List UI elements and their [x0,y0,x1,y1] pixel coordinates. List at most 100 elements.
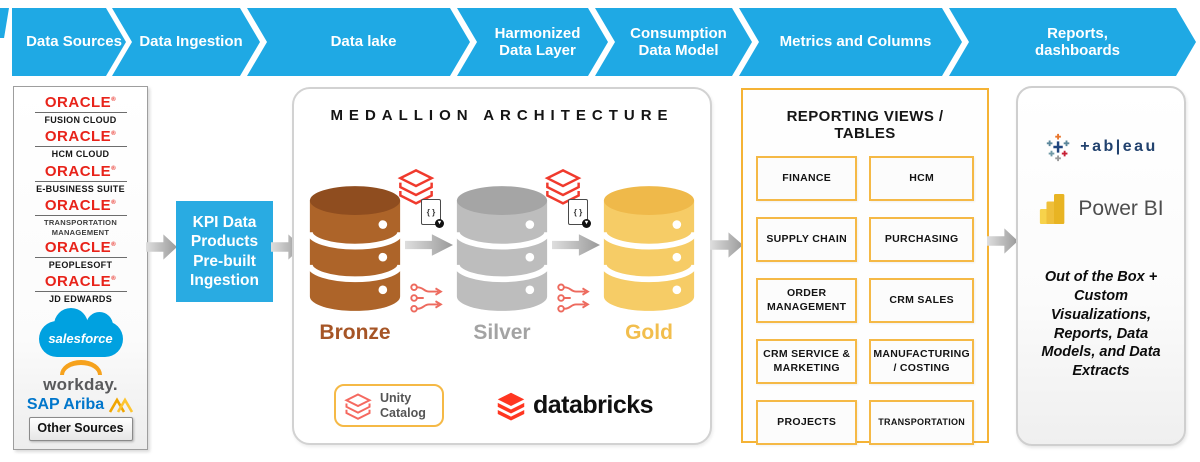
gold-label: Gold [625,321,673,344]
silver-to-gold-transform: { } ▾ [544,168,601,345]
gold-database-icon [601,186,697,311]
unity-catalog-badge: Unity Catalog [334,384,444,427]
flow-arrow [552,234,600,256]
data-sources-panel: ORACLE® FUSION CLOUD ORACLE® HCM CLOUD O… [13,86,148,450]
stage-label: Reports, dashboards [1034,24,1121,59]
reporting-box-finance: FINANCE [756,156,858,201]
reporting-box-crm-service-marketing: CRM SERVICE & MARKETING [756,339,858,384]
json-file-icon: { } ▾ [421,199,444,228]
tableau-plus-cluster-icon [1047,133,1070,162]
product-label: FUSION CLOUD [44,115,117,125]
kpi-ingestion-box: KPI Data Products Pre-built Ingestion [176,201,273,302]
bronze-layer: Bronze [307,181,403,345]
json-file-icon: { } ▾ [568,199,591,228]
reporting-box-projects: PROJECTS [756,400,858,445]
flow-arrow [405,234,453,256]
banner-stage-reports-dashboards: Reports, dashboards [949,8,1196,76]
tableau-label: +ab|eau [1080,138,1158,155]
source-oracle-hcm-cloud: ORACLE® HCM CLOUD [34,129,127,160]
pipeline-branch-icon [410,283,443,313]
reports-dashboards-panel: +ab|eau Power BI Out of the Box + Custom… [1016,86,1186,446]
source-oracle-peoplesoft: ORACLE® PEOPLESOFT [34,240,127,271]
source-oracle-transportation-management: ORACLE® TRANSPORTATION MANAGEMENT [26,198,136,237]
stage-label: Harmonized Data Layer [494,24,581,59]
databricks-stack-icon [497,392,525,421]
silver-database-icon [454,186,550,311]
unity-catalog-stack-icon [344,392,372,420]
reporting-box-manufacturing-costing: MANUFACTURING / COSTING [869,339,974,384]
bronze-label: Bronze [319,321,391,344]
product-label: TRANSPORTATION MANAGEMENT [43,218,118,237]
source-oracle-fusion-cloud: ORACLE® FUSION CLOUD [34,95,127,126]
other-sources-box: Other Sources [28,417,133,441]
medallion-architecture-panel: MEDALLION ARCHITECTURE Bronze [292,87,712,445]
reporting-box-order-management: ORDER MANAGEMENT [756,278,858,323]
product-label: HCM CLOUD [51,149,110,160]
source-oracle-ebusiness-suite: ORACLE® E-BUSINESS SUITE [34,164,127,195]
banner-stage-harmonized-data-layer: Harmonized Data Layer [457,8,608,76]
banner-stage-data-ingestion: Data Ingestion [112,8,260,76]
pipeline-branch-icon [557,283,590,313]
stage-label: Data Ingestion [139,33,243,51]
reporting-box-hcm: HCM [869,156,974,201]
medallion-title: MEDALLION ARCHITECTURE [330,107,674,124]
delta-lake-stack-icon [397,168,435,205]
workday-logo: workday. [43,359,118,394]
workday-arc-icon [59,359,102,375]
ariba-chevrons-icon [109,397,134,413]
workday-label: workday. [43,374,118,394]
banner-edge-sliver [0,8,9,38]
oracle-logo: ORACLE® [34,240,127,259]
tableau-logo: +ab|eau [1044,132,1158,162]
product-label: PEOPLESOFT [48,260,113,271]
sap-ariba-logo: SAP Ariba [27,396,134,414]
reporting-grid: FINANCE HCM SUPPLY CHAIN PURCHASING ORDE… [756,156,974,445]
delta-lake-stack-icon [544,168,582,205]
product-label: JD EDWARDS [48,294,112,305]
reporting-box-supply-chain: SUPPLY CHAIN [756,217,858,262]
sap-ariba-label: SAP Ariba [26,396,105,414]
silver-label: Silver [473,321,531,344]
salesforce-label: salesforce [48,331,113,347]
oracle-logo: ORACLE® [34,198,127,217]
gold-layer: Gold [601,181,697,345]
stage-label: Metrics and Columns [779,33,932,51]
banner-stage-metrics-and-columns: Metrics and Columns [739,8,962,76]
medallion-layers-row: Bronze { } ▾ [307,168,697,345]
stage-label: Data Sources [26,33,122,51]
bronze-to-silver-transform: { } ▾ [397,168,454,345]
stage-label: Consumption Data Model [630,24,727,59]
oracle-logo: ORACLE® [34,129,127,148]
silver-layer: Silver [454,181,550,345]
stage-label: Data lake [330,33,397,51]
download-dot-icon: ▾ [435,219,444,228]
download-dot-icon: ▾ [582,219,591,228]
oracle-logo: ORACLE® [34,274,127,293]
reporting-views-panel: REPORTING VIEWS / TABLES FINANCE HCM SUP… [741,88,989,445]
flow-arrow [146,234,177,260]
oracle-logo: ORACLE® [34,95,127,113]
reporting-title: REPORTING VIEWS / TABLES [786,108,944,142]
source-oracle-jd-edwards: ORACLE® JD EDWARDS [34,274,127,305]
product-label: E-BUSINESS SUITE [36,183,125,194]
flow-arrow [710,232,743,258]
banner-stage-data-lake: Data lake [247,8,470,76]
json-braces: { } [573,207,583,217]
banner-stage-data-sources: Data Sources [12,8,126,76]
reporting-box-crm-sales: CRM SALES [869,278,974,323]
reporting-box-transportation: TRANSPORTATION [869,400,974,445]
databricks-label: databricks [533,391,654,420]
unity-catalog-label: Unity Catalog [380,391,426,420]
powerbi-logo: Power BI [1038,192,1164,226]
databricks-logo: databricks [496,391,654,421]
json-braces: { } [426,207,436,217]
reporting-box-purchasing: PURCHASING [869,217,974,262]
powerbi-bars-icon [1040,193,1065,225]
medallion-footer: Unity Catalog databricks [334,384,690,427]
bronze-database-icon [307,186,403,311]
oracle-logo: ORACLE® [34,164,127,182]
banner-stage-consumption-data-model: Consumption Data Model [595,8,752,76]
outputs-description: Out of the Box + Custom Visualizations, … [1041,269,1161,380]
flow-arrow [987,228,1018,254]
